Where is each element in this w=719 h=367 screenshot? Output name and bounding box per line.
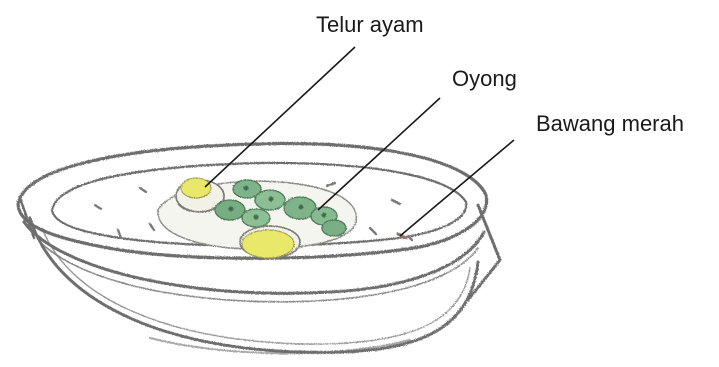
soup-contents	[158, 178, 406, 258]
egg-bottom	[240, 226, 300, 258]
label-bawang-merah: Bawang merah	[536, 113, 684, 135]
leader-line-oyong	[318, 98, 440, 210]
label-telur-ayam: Telur ayam	[316, 14, 424, 36]
leader-line-telur-ayam	[205, 47, 355, 187]
leader-line-bawang-merah	[400, 140, 514, 236]
label-oyong: Oyong	[452, 68, 517, 90]
